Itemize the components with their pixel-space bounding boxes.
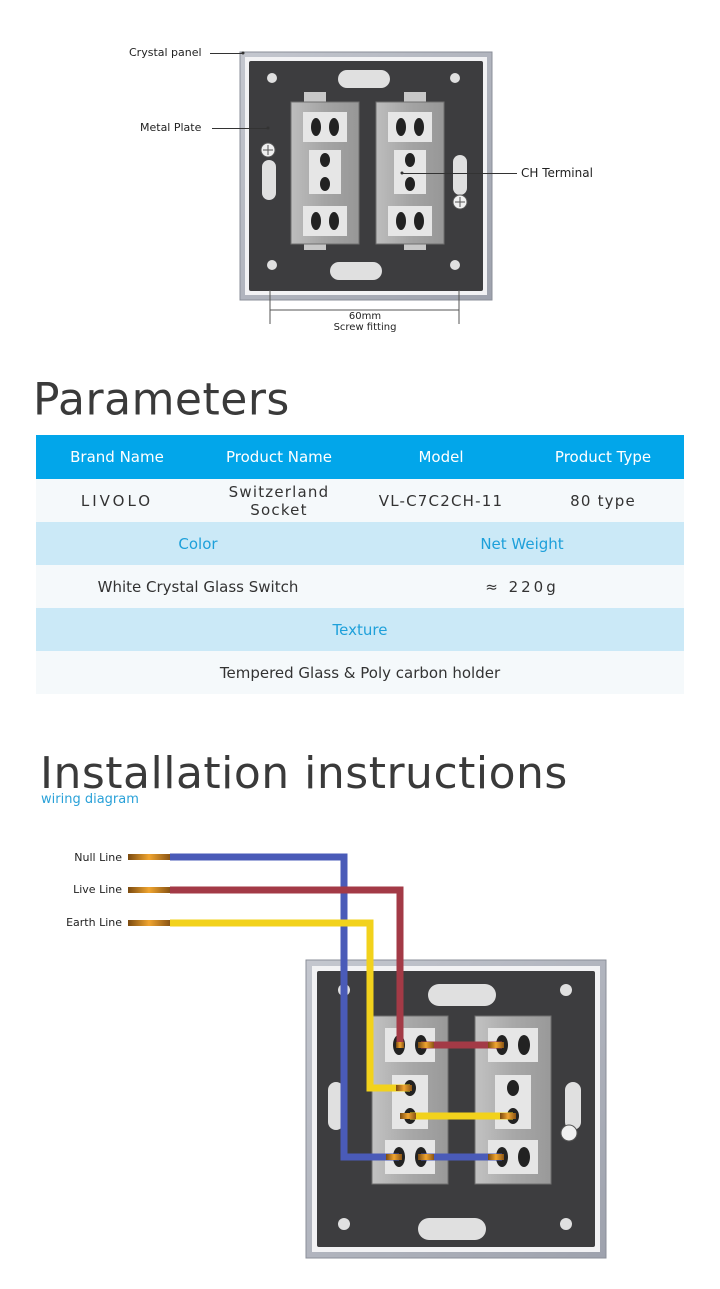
parameters-table: Brand Name Product Name Model Product Ty… xyxy=(36,435,684,694)
wiring-diagram: Null Line Live Line Earth Line xyxy=(0,820,720,1285)
header-net-weight: Net Weight xyxy=(480,534,564,553)
dimension-label: Screw fitting xyxy=(333,322,397,333)
top-slot xyxy=(338,70,390,88)
wire-ends xyxy=(128,854,516,1160)
table-row: LIVOLO Switzerland Socket VL-C7C2CH-11 8… xyxy=(36,479,684,522)
crystal-panel-leader xyxy=(210,53,243,54)
live-line-label: Live Line xyxy=(73,883,122,896)
left-socket-module xyxy=(290,101,360,245)
ch-terminal-label: CH Terminal xyxy=(521,166,593,180)
header-color: Color xyxy=(178,534,218,553)
header-product-name: Product Name xyxy=(226,448,332,466)
metal-plate-label: Metal Plate xyxy=(140,121,202,134)
wiring-diagram-subtitle: wiring diagram xyxy=(41,792,139,807)
header-product-type: Product Type xyxy=(554,448,652,466)
metal-plate xyxy=(249,61,483,291)
header-brand-name: Brand Name xyxy=(70,448,164,466)
product-name-value: Switzerland Socket xyxy=(228,482,330,519)
ch-terminal-leader xyxy=(402,173,517,174)
color-value: White Crystal Glass Switch xyxy=(97,577,299,596)
left-screw-slot xyxy=(262,160,276,200)
header-model: Model xyxy=(418,448,464,466)
table-row: White Crystal Glass Switch ≈ 220g xyxy=(36,565,684,608)
table-header-row: Brand Name Product Name Model Product Ty… xyxy=(36,435,684,479)
table-subheader-row: Texture xyxy=(36,608,684,651)
socket-dimension-diagram: Crystal panel Metal Plate CH Terminal 60… xyxy=(0,0,720,345)
parameters-title: Parameters xyxy=(33,373,290,426)
net-weight-value: ≈ 220g xyxy=(485,577,559,596)
right-screw-slot xyxy=(453,155,467,195)
texture-value: Tempered Glass & Poly carbon holder xyxy=(219,663,501,682)
bottom-slot xyxy=(330,262,382,280)
dimension-value: 60mm xyxy=(348,311,382,322)
table-subheader-row: Color Net Weight xyxy=(36,522,684,565)
header-texture: Texture xyxy=(332,620,388,639)
metal-plate-leader xyxy=(212,128,268,129)
installation-title: Installation instructions xyxy=(40,748,568,799)
table-row: Tempered Glass & Poly carbon holder xyxy=(36,651,684,694)
model-value: VL-C7C2CH-11 xyxy=(378,491,504,510)
crystal-panel-label: Crystal panel xyxy=(129,46,202,59)
product-type-value: 80 type xyxy=(570,491,636,510)
earth-line-label: Earth Line xyxy=(66,916,122,929)
wiring-metal-plate xyxy=(317,971,595,1247)
brand-value: LIVOLO xyxy=(80,491,154,510)
null-line-label: Null Line xyxy=(74,851,122,864)
socket-drawing xyxy=(239,51,493,324)
wiring-drawing xyxy=(128,853,607,1259)
